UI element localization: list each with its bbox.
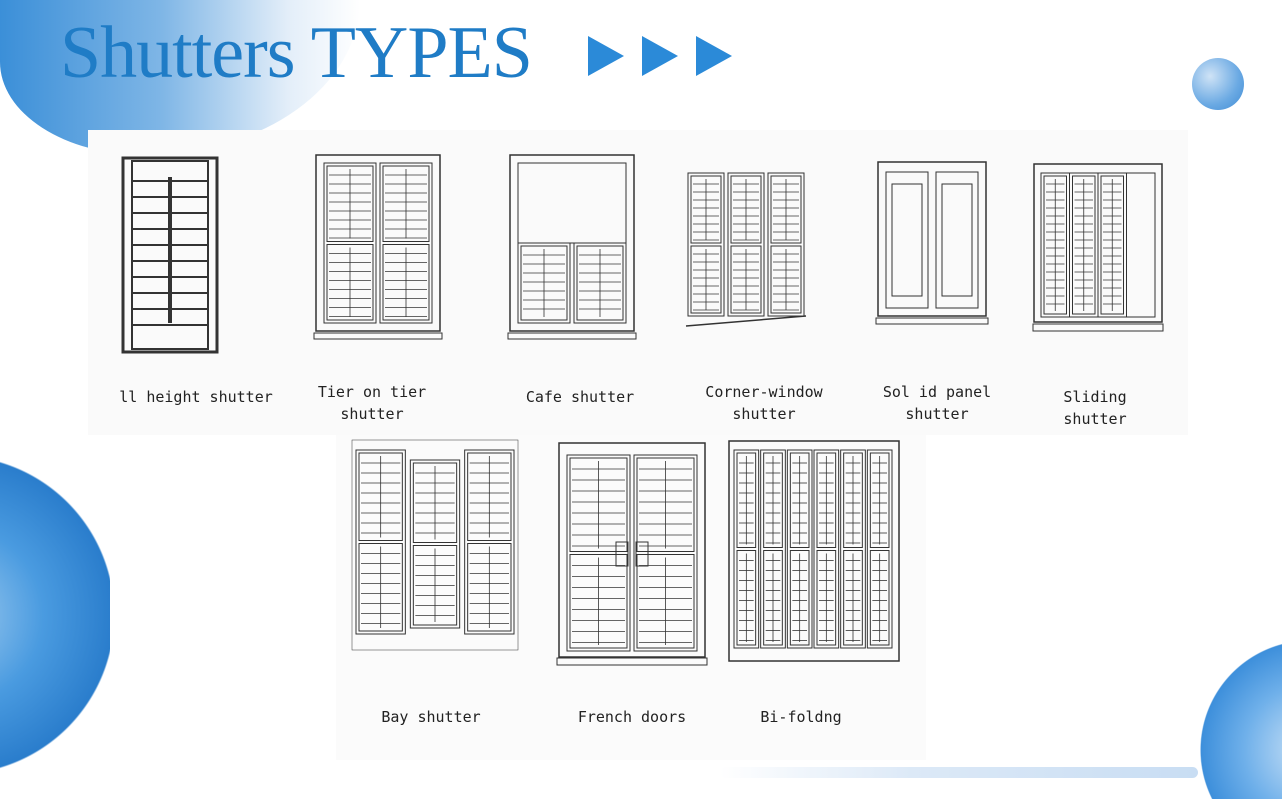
arrows-icon bbox=[588, 36, 732, 76]
tier-on-tier-shutter-drawing bbox=[313, 154, 443, 340]
full-height-label: ll height shutter bbox=[119, 386, 273, 408]
label-line: shutter bbox=[340, 405, 404, 423]
label-line: shutter bbox=[1063, 410, 1127, 428]
solid-panel-shutter-drawing bbox=[875, 161, 989, 325]
label-line: Corner-window bbox=[705, 383, 823, 401]
bi-folding-label: Bi-foldng bbox=[760, 706, 841, 728]
cafe-shutter-drawing bbox=[507, 154, 637, 340]
sliding-shutter-drawing bbox=[1032, 163, 1164, 332]
tier-on-tier-label: Tier on tier shutter bbox=[318, 381, 426, 425]
label-line: shutter bbox=[732, 405, 796, 423]
bay-label: Bay shutter bbox=[381, 706, 480, 728]
label-line: Sol id panel bbox=[882, 383, 992, 401]
label-line: ll height shutter bbox=[119, 388, 273, 406]
cafe-label: Cafe shutter bbox=[526, 386, 634, 408]
bay-shutter-drawing bbox=[351, 439, 519, 651]
bi-folding-shutter-drawing bbox=[728, 440, 900, 662]
full-height-shutter-drawing bbox=[121, 156, 219, 354]
corner-window-label: Corner-window shutter bbox=[705, 381, 822, 425]
french-doors-shutter-drawing bbox=[556, 442, 708, 666]
label-line: shutter bbox=[905, 405, 969, 423]
drawings-panel-bottom bbox=[336, 435, 926, 760]
page-title: Shutters TYPES bbox=[60, 12, 533, 94]
label-line: Bi-foldng bbox=[760, 708, 842, 726]
decor-circle-bottom-right bbox=[1200, 640, 1282, 799]
label-line: Tier on tier bbox=[317, 383, 427, 401]
label-line: Cafe shutter bbox=[525, 388, 635, 406]
drawings-panel-top bbox=[88, 130, 1188, 435]
solid-panel-label: Sol id panel shutter bbox=[883, 381, 991, 425]
label-line: Sliding bbox=[1063, 388, 1127, 406]
corner-window-shutter-drawing bbox=[685, 172, 807, 327]
decor-bar bbox=[720, 767, 1198, 778]
french-doors-label: French doors bbox=[578, 706, 686, 728]
sliding-label: Sliding shutter bbox=[1063, 386, 1126, 430]
label-line: French doors bbox=[577, 708, 687, 726]
decor-dot bbox=[1192, 58, 1244, 110]
decor-circle-left bbox=[0, 415, 110, 799]
label-line: Bay shutter bbox=[381, 708, 481, 726]
